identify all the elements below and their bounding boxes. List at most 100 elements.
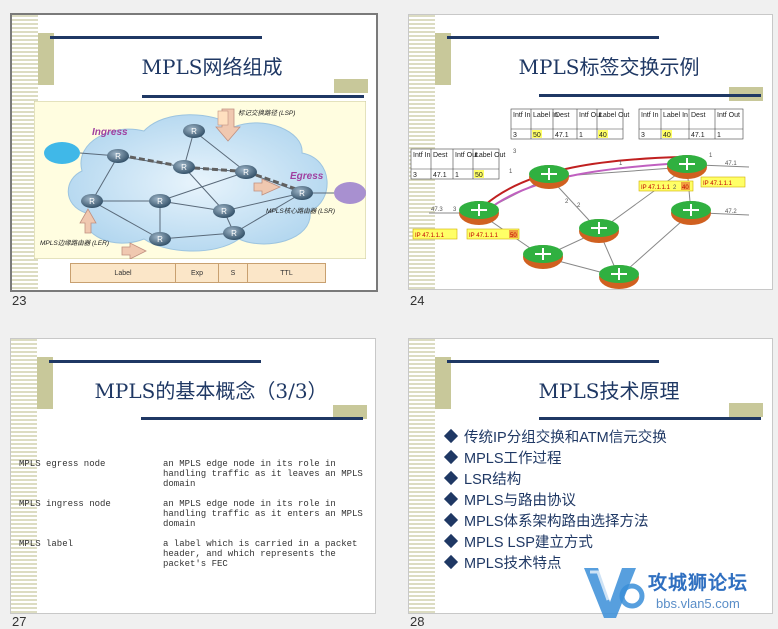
def-label-line: header, and which represents the xyxy=(163,549,336,559)
header-field: Exp xyxy=(176,264,219,282)
svg-text:50: 50 xyxy=(510,233,517,239)
def-ingress-line: handling traffic as it enters an MPLS xyxy=(163,509,363,519)
slide-number: 24 xyxy=(410,293,425,308)
svg-text:3: 3 xyxy=(413,172,417,179)
svg-text:Dest: Dest xyxy=(691,112,705,119)
svg-text:IP 47.1.1.1: IP 47.1.1.1 xyxy=(703,181,733,187)
router-nodes xyxy=(459,155,711,289)
ler-arrow-icon-2 xyxy=(121,242,147,259)
svg-text:1: 1 xyxy=(455,172,459,179)
svg-text:47.1: 47.1 xyxy=(725,161,737,167)
svg-text:40: 40 xyxy=(682,185,689,191)
bullet-item: MPLS技术特点 xyxy=(443,554,667,575)
slide-title-bottom-line xyxy=(539,417,761,420)
ingress-host xyxy=(44,142,80,164)
svg-text:40: 40 xyxy=(663,132,671,139)
svg-text:MPLS边缘路由器 (LER): MPLS边缘路由器 (LER) xyxy=(40,239,109,247)
header-field: Label xyxy=(71,264,176,282)
svg-text:Label In: Label In xyxy=(533,112,558,119)
slide-title-top-line xyxy=(447,36,659,39)
term-label: MPLS label xyxy=(19,539,74,549)
svg-text:50: 50 xyxy=(475,172,483,179)
routing-table-left: Intf In Dest Intf Out Label Out 3 47.1 1… xyxy=(410,148,505,180)
watermark-brand: 攻城狮论坛 xyxy=(648,572,749,594)
slide-accent-block xyxy=(37,357,53,409)
svg-text:1: 1 xyxy=(709,153,713,159)
slide-thumbnail-27[interactable]: MPLS的基本概念（3/3） MPLS egress node an MPLS … xyxy=(10,338,376,614)
svg-text:1: 1 xyxy=(509,169,513,175)
svg-text:3: 3 xyxy=(641,132,645,139)
watermark-url: bbs.vlan5.com xyxy=(656,596,740,611)
slide-accent-block-right xyxy=(333,405,367,419)
svg-text:R: R xyxy=(221,207,227,216)
def-label-line: packet's FEC xyxy=(163,559,228,569)
svg-text:R: R xyxy=(157,197,163,206)
diamond-bullet-icon xyxy=(443,554,459,570)
bullet-item: MPLS与路由协议 xyxy=(443,491,667,512)
diamond-bullet-icon xyxy=(443,449,459,465)
routing-table-mid: Intf In Label In Dest Intf Out Label Out… xyxy=(510,108,629,140)
slide-title-bottom-line xyxy=(141,417,363,420)
svg-text:Intf In: Intf In xyxy=(513,112,531,119)
slide-accent-block-right xyxy=(729,403,763,417)
slide-accent-block xyxy=(435,33,451,85)
svg-text:Intf Out: Intf Out xyxy=(717,112,740,119)
diamond-bullet-icon xyxy=(443,428,459,444)
watermark: 攻城狮论坛 bbs.vlan5.com xyxy=(580,560,776,622)
slide-title-top-line xyxy=(49,360,261,363)
bullet-item: MPLS LSP建立方式 xyxy=(443,533,667,554)
def-label-line: a label which is carried in a packet xyxy=(163,539,358,549)
svg-text:1: 1 xyxy=(717,132,721,139)
bullet-item: MPLS工作过程 xyxy=(443,449,667,470)
svg-text:R: R xyxy=(243,168,249,177)
svg-text:Intf Out: Intf Out xyxy=(579,112,602,119)
svg-text:标记交换路径 (LSP): 标记交换路径 (LSP) xyxy=(238,109,295,117)
slide-title: MPLS技术原理 xyxy=(538,379,680,403)
router-nodes: R R R R R R R R R R xyxy=(81,124,313,246)
svg-text:3: 3 xyxy=(513,132,517,139)
svg-text:47.1: 47.1 xyxy=(555,132,569,139)
network-cloud xyxy=(67,114,328,252)
def-ingress-line: an MPLS edge node in its role in xyxy=(163,499,336,509)
slide-thumbnail-23[interactable]: MPLS网络组成 xyxy=(10,13,378,292)
def-egress-line: domain xyxy=(163,479,196,489)
bullet-list: 传统IP分组交换和ATM信元交换 MPLS工作过程 LSR结构 MPLS与路由协… xyxy=(443,428,667,575)
svg-text:Intf In: Intf In xyxy=(641,112,659,119)
egress-host xyxy=(334,182,366,204)
term-ingress: MPLS ingress node xyxy=(19,499,111,509)
svg-text:Label Out: Label Out xyxy=(599,112,629,119)
svg-text:Intf In: Intf In xyxy=(413,152,431,159)
slide-title: MPLS的基本概念（3/3） xyxy=(94,379,328,403)
slide-title-top-line xyxy=(447,360,659,363)
slide-number: 28 xyxy=(410,614,425,629)
slide-title-bottom-line xyxy=(142,95,364,98)
slide-number: 27 xyxy=(12,614,27,629)
def-ingress-line: domain xyxy=(163,519,196,529)
diamond-bullet-icon xyxy=(443,470,459,486)
svg-text:R: R xyxy=(157,235,163,244)
routing-table-right: Intf In Label In Dest Intf Out 3 40 47.1… xyxy=(638,108,744,140)
slide-thumbnail-24[interactable]: MPLS标签交换示例 Intf In Dest Intf Out Label O… xyxy=(408,14,773,290)
diamond-bullet-icon xyxy=(443,512,459,528)
svg-text:47.2: 47.2 xyxy=(725,209,737,215)
svg-text:2: 2 xyxy=(673,185,677,191)
svg-text:IP 47.1.1.1: IP 47.1.1.1 xyxy=(469,233,499,239)
def-egress-line: handling traffic as it leaves an MPLS xyxy=(163,469,363,479)
svg-text:R: R xyxy=(231,229,237,238)
svg-text:R: R xyxy=(299,189,305,198)
slide-title: MPLS网络组成 xyxy=(141,55,283,79)
svg-text:50: 50 xyxy=(533,132,541,139)
ler-arrow-icon xyxy=(79,208,97,234)
slide-stripe-decoration xyxy=(11,339,37,613)
svg-text:40: 40 xyxy=(599,132,607,139)
svg-text:Intf Out: Intf Out xyxy=(455,152,478,159)
svg-text:Egress: Egress xyxy=(290,171,324,182)
svg-text:Label Out: Label Out xyxy=(475,152,505,159)
svg-text:Ingress: Ingress xyxy=(92,127,128,138)
label-switching-diagram: Intf In Dest Intf Out Label Out 3 47.1 1… xyxy=(410,108,750,289)
svg-text:3: 3 xyxy=(513,149,517,155)
slide-number: 23 xyxy=(12,293,27,308)
svg-text:1: 1 xyxy=(579,132,583,139)
slide-accent-block-right xyxy=(334,79,368,93)
svg-text:47.3: 47.3 xyxy=(431,207,443,213)
